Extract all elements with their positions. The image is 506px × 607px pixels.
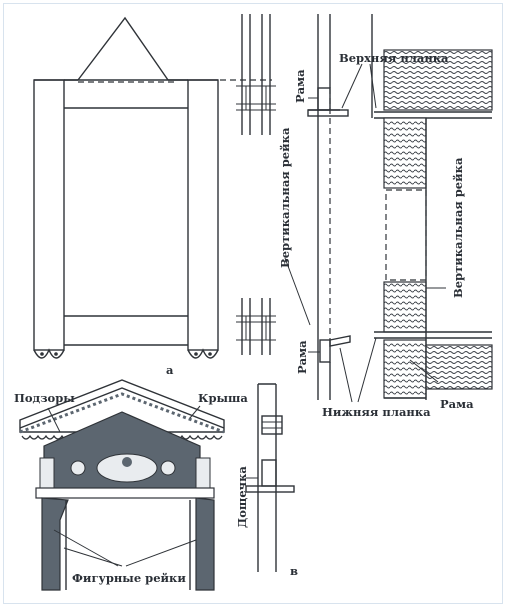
decorated-window <box>19 379 225 591</box>
window-frame-elevation <box>33 16 219 359</box>
middle-profile-section <box>307 14 351 400</box>
leader-lines <box>284 63 446 403</box>
board-section <box>245 383 295 572</box>
side-section-strips <box>220 14 276 355</box>
label-vertical-rail-right: Вертикальная рейка <box>451 157 465 298</box>
label-frame-bottom: Рама <box>295 340 309 374</box>
label-fig-a: а <box>166 363 174 377</box>
label-podzory: Подзоры <box>14 391 75 405</box>
label-vertical-rail-mid: Вертикальная рейка <box>278 127 292 268</box>
label-roof: Крыша <box>198 391 248 405</box>
label-figured-rails: Фигурные рейки <box>72 571 186 585</box>
label-frame-right: Рама <box>440 397 474 411</box>
right-wood-section <box>371 14 493 400</box>
label-frame-top: Рама <box>293 69 307 103</box>
label-fig-v: в <box>290 564 298 578</box>
label-lower-plank: Нижняя планка <box>322 405 431 419</box>
label-upper-plank: Верхняя планка <box>339 51 449 65</box>
label-board: Дощечка <box>235 466 249 528</box>
